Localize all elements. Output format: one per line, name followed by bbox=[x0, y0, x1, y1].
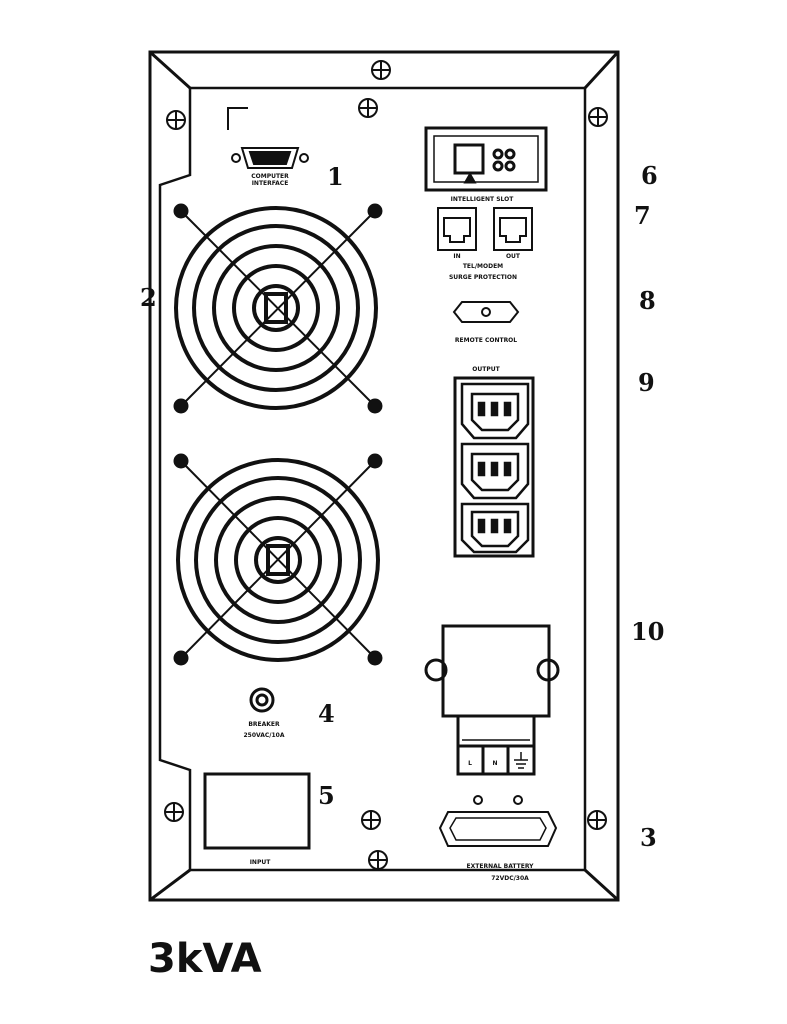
callout-7: 7 bbox=[634, 201, 651, 230]
callout-3: 3 bbox=[640, 823, 657, 852]
breaker-rating-label: 250VAC/10A bbox=[244, 732, 285, 739]
remote-control-label: REMOTE CONTROL bbox=[455, 337, 517, 344]
intelligent-slot-label: INTELLIGENT SLOT bbox=[451, 196, 515, 203]
bevel-tr bbox=[583, 50, 620, 90]
socket-icon bbox=[460, 502, 530, 554]
chassis-outline bbox=[148, 50, 620, 902]
ground-icon bbox=[514, 752, 528, 769]
breaker-icon bbox=[249, 687, 275, 713]
computer-interface-port bbox=[231, 147, 309, 169]
remote-control-port bbox=[452, 301, 520, 323]
screw-icon bbox=[371, 60, 391, 80]
callout-1: 1 bbox=[327, 162, 344, 191]
intelligent-slot bbox=[424, 126, 548, 192]
screw-icon bbox=[164, 802, 184, 822]
callout-5: 5 bbox=[318, 781, 335, 810]
corner-bracket bbox=[227, 107, 248, 130]
output-label: OUTPUT bbox=[472, 366, 500, 373]
screw-icon bbox=[588, 107, 608, 127]
screws bbox=[164, 60, 608, 870]
surge-protection-label: SURGE PROTECTION bbox=[449, 274, 517, 281]
screw-icon bbox=[166, 110, 186, 130]
input-inlet bbox=[203, 772, 311, 850]
network-in-label: IN bbox=[453, 253, 460, 260]
breaker-label: BREAKER bbox=[248, 721, 280, 728]
battery-rating-label: 72VDC/30A bbox=[491, 875, 529, 882]
network-jacks bbox=[437, 207, 533, 251]
network-out-label: OUT bbox=[506, 253, 521, 260]
upper-fan-icon bbox=[173, 203, 383, 414]
callout-9: 9 bbox=[638, 368, 655, 397]
callout-4: 4 bbox=[318, 699, 335, 728]
lower-fan-icon bbox=[173, 453, 383, 666]
callout-6: 6 bbox=[641, 161, 658, 190]
network-type-label: TEL/MODEM bbox=[463, 263, 503, 270]
bevel-tl bbox=[148, 50, 192, 90]
inner-panel bbox=[158, 86, 587, 872]
screw-icon bbox=[587, 810, 607, 830]
screw-icon bbox=[361, 810, 381, 830]
bevel-bl bbox=[149, 868, 191, 902]
output-sockets bbox=[453, 376, 535, 558]
bevel-br bbox=[583, 868, 620, 902]
model-caption: 3kVA bbox=[148, 936, 262, 982]
terminal-n-label: N bbox=[492, 760, 497, 767]
screw-icon bbox=[368, 850, 388, 870]
battery-connector bbox=[438, 795, 558, 847]
callout-10: 10 bbox=[631, 617, 664, 646]
terminal-l-label: L bbox=[468, 760, 472, 767]
screw-icon bbox=[358, 98, 378, 118]
socket-icon bbox=[460, 382, 530, 440]
callout-2: 2 bbox=[140, 283, 157, 312]
callout-8: 8 bbox=[639, 286, 656, 315]
socket-icon bbox=[460, 442, 530, 500]
input-label: INPUT bbox=[250, 859, 272, 866]
battery-label: EXTERNAL BATTERY bbox=[467, 863, 535, 870]
terminal-block bbox=[424, 624, 560, 776]
